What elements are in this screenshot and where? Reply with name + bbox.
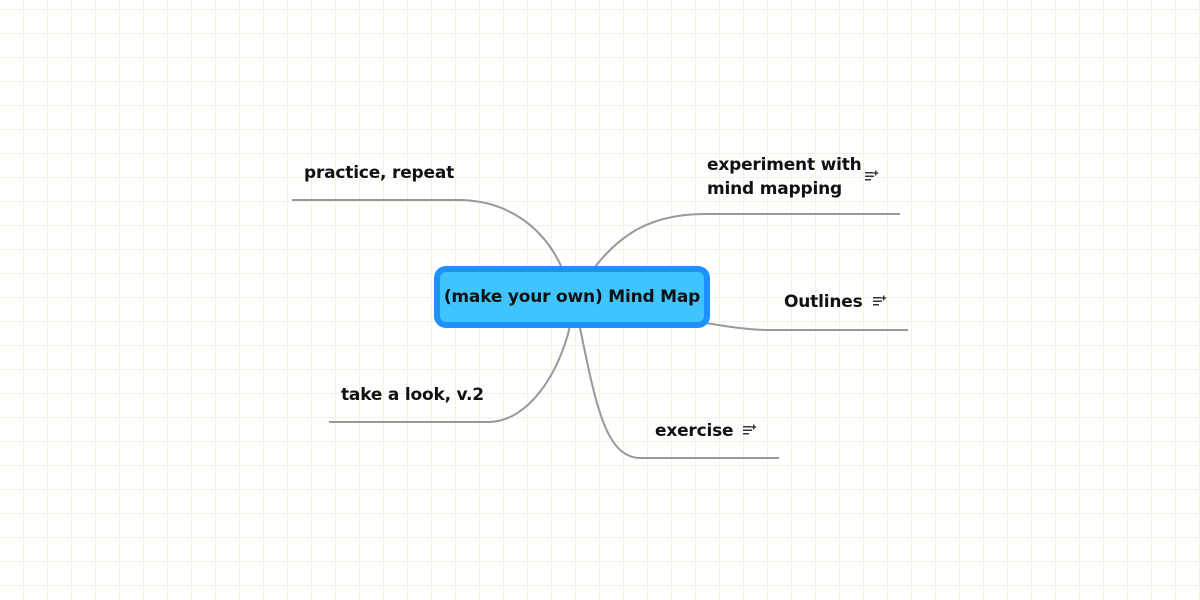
topic-exercise[interactable]: exercise	[655, 419, 734, 443]
topic-practice-repeat[interactable]: practice, repeat	[304, 161, 454, 185]
topic-label-line2: mind mapping	[707, 179, 842, 199]
connector-experiment	[593, 213, 900, 269]
note-icon[interactable]	[873, 295, 887, 307]
central-topic[interactable]: (make your own) Mind Map	[434, 266, 710, 328]
topic-label-line1: experiment with	[707, 155, 862, 175]
topic-take-a-look[interactable]: take a look, v.2	[341, 383, 484, 407]
central-topic-label: (make your own) Mind Map	[443, 287, 701, 307]
connector-outlines	[705, 322, 908, 331]
topic-label: take a look, v.2	[341, 385, 484, 405]
connector-take-a-look	[329, 325, 571, 423]
connector-exercise	[579, 327, 779, 459]
connector-practice	[292, 199, 563, 269]
note-icon[interactable]	[743, 424, 757, 436]
topic-label: exercise	[655, 421, 734, 441]
topic-label: Outlines	[784, 292, 863, 312]
note-icon[interactable]	[865, 170, 879, 182]
topic-outlines[interactable]: Outlines	[784, 290, 863, 314]
topic-experiment[interactable]: experiment with mind mapping	[707, 153, 862, 201]
topic-label: practice, repeat	[304, 163, 455, 183]
